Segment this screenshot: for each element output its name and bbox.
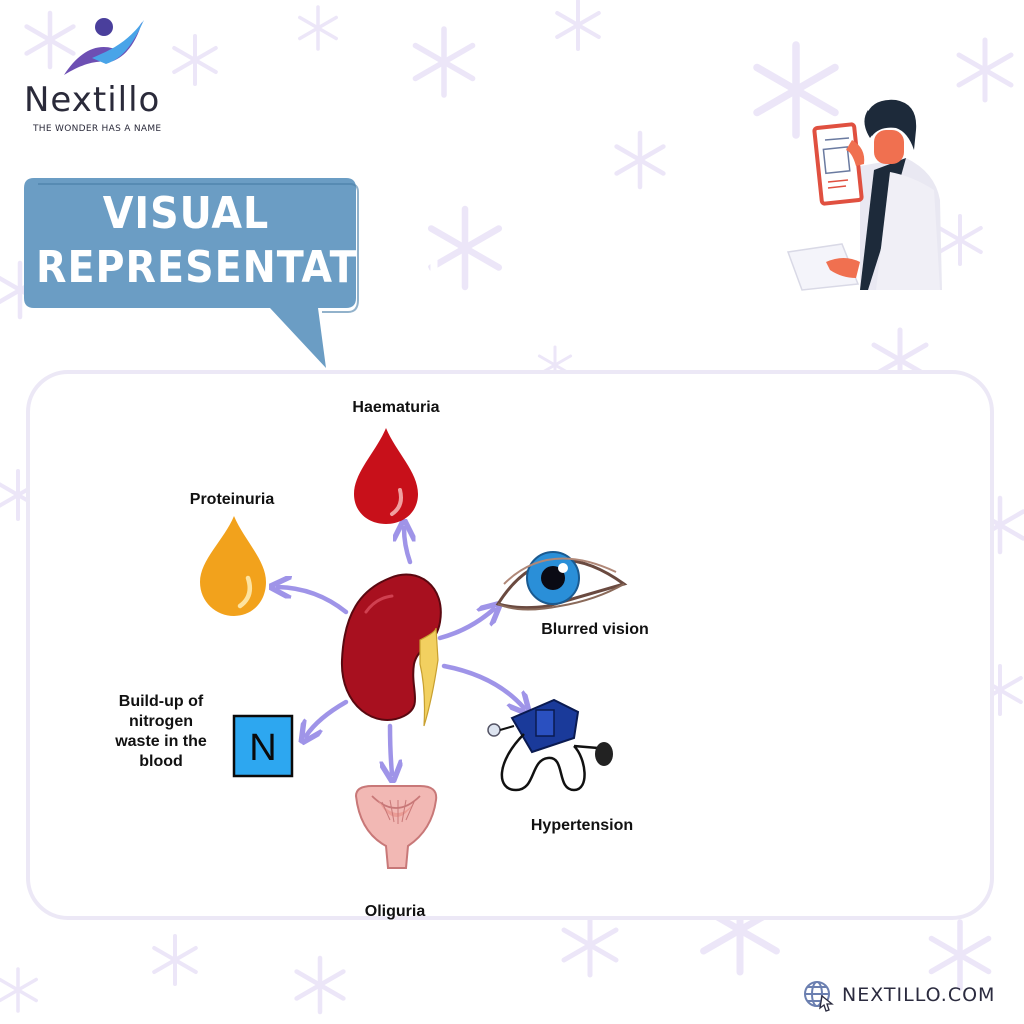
globe-icon xyxy=(804,981,834,1012)
banner-line-2: REPRESENTATION xyxy=(36,242,443,293)
label-blurred-vision: Blurred vision xyxy=(541,621,649,638)
eye-icon xyxy=(495,551,628,611)
nitrogen-box-icon: N xyxy=(232,714,294,778)
label-nitrogen-line-4: blood xyxy=(139,753,183,770)
label-haematuria: Haematuria xyxy=(352,399,440,416)
arrow-to-proteinuria xyxy=(278,587,349,615)
label-nitrogen-waste: Build-up of nitrogen waste in the blood xyxy=(98,692,224,772)
arrow-to-nitrogen xyxy=(306,699,349,736)
doctor-illustration xyxy=(786,99,942,291)
nitrogen-symbol: N xyxy=(249,727,276,769)
diagram-card xyxy=(26,370,994,920)
banner-line-1: VISUAL xyxy=(102,188,270,239)
label-nitrogen-line-1: Build-up of xyxy=(118,693,204,710)
arrow-to-eye xyxy=(437,609,494,641)
kidney-icon xyxy=(340,573,442,727)
website-url[interactable]: NEXTILLO.COM xyxy=(842,984,996,1006)
arrow-to-bladder xyxy=(390,723,392,774)
label-hypertension: Hypertension xyxy=(530,817,634,834)
nextillo-logo-icon xyxy=(64,18,144,75)
bladder-icon xyxy=(354,785,438,869)
blood-pressure-cuff-icon xyxy=(487,698,613,792)
diagram-arrows xyxy=(278,528,524,774)
protein-drop-icon xyxy=(200,516,266,616)
arrow-to-bp-cuff xyxy=(441,663,524,708)
label-nitrogen-line-3: waste in the xyxy=(115,733,207,750)
arrow-to-haematuria xyxy=(404,528,410,565)
banner-bubble xyxy=(24,178,359,368)
brand-name: Nextillo xyxy=(24,80,161,120)
brand-tagline: THE WONDER HAS A NAME xyxy=(33,124,162,134)
label-nitrogen-line-2: nitrogen xyxy=(129,713,193,730)
blood-drop-icon xyxy=(354,428,418,524)
label-oliguria: Oliguria xyxy=(364,903,426,920)
label-proteinuria: Proteinuria xyxy=(189,491,275,508)
